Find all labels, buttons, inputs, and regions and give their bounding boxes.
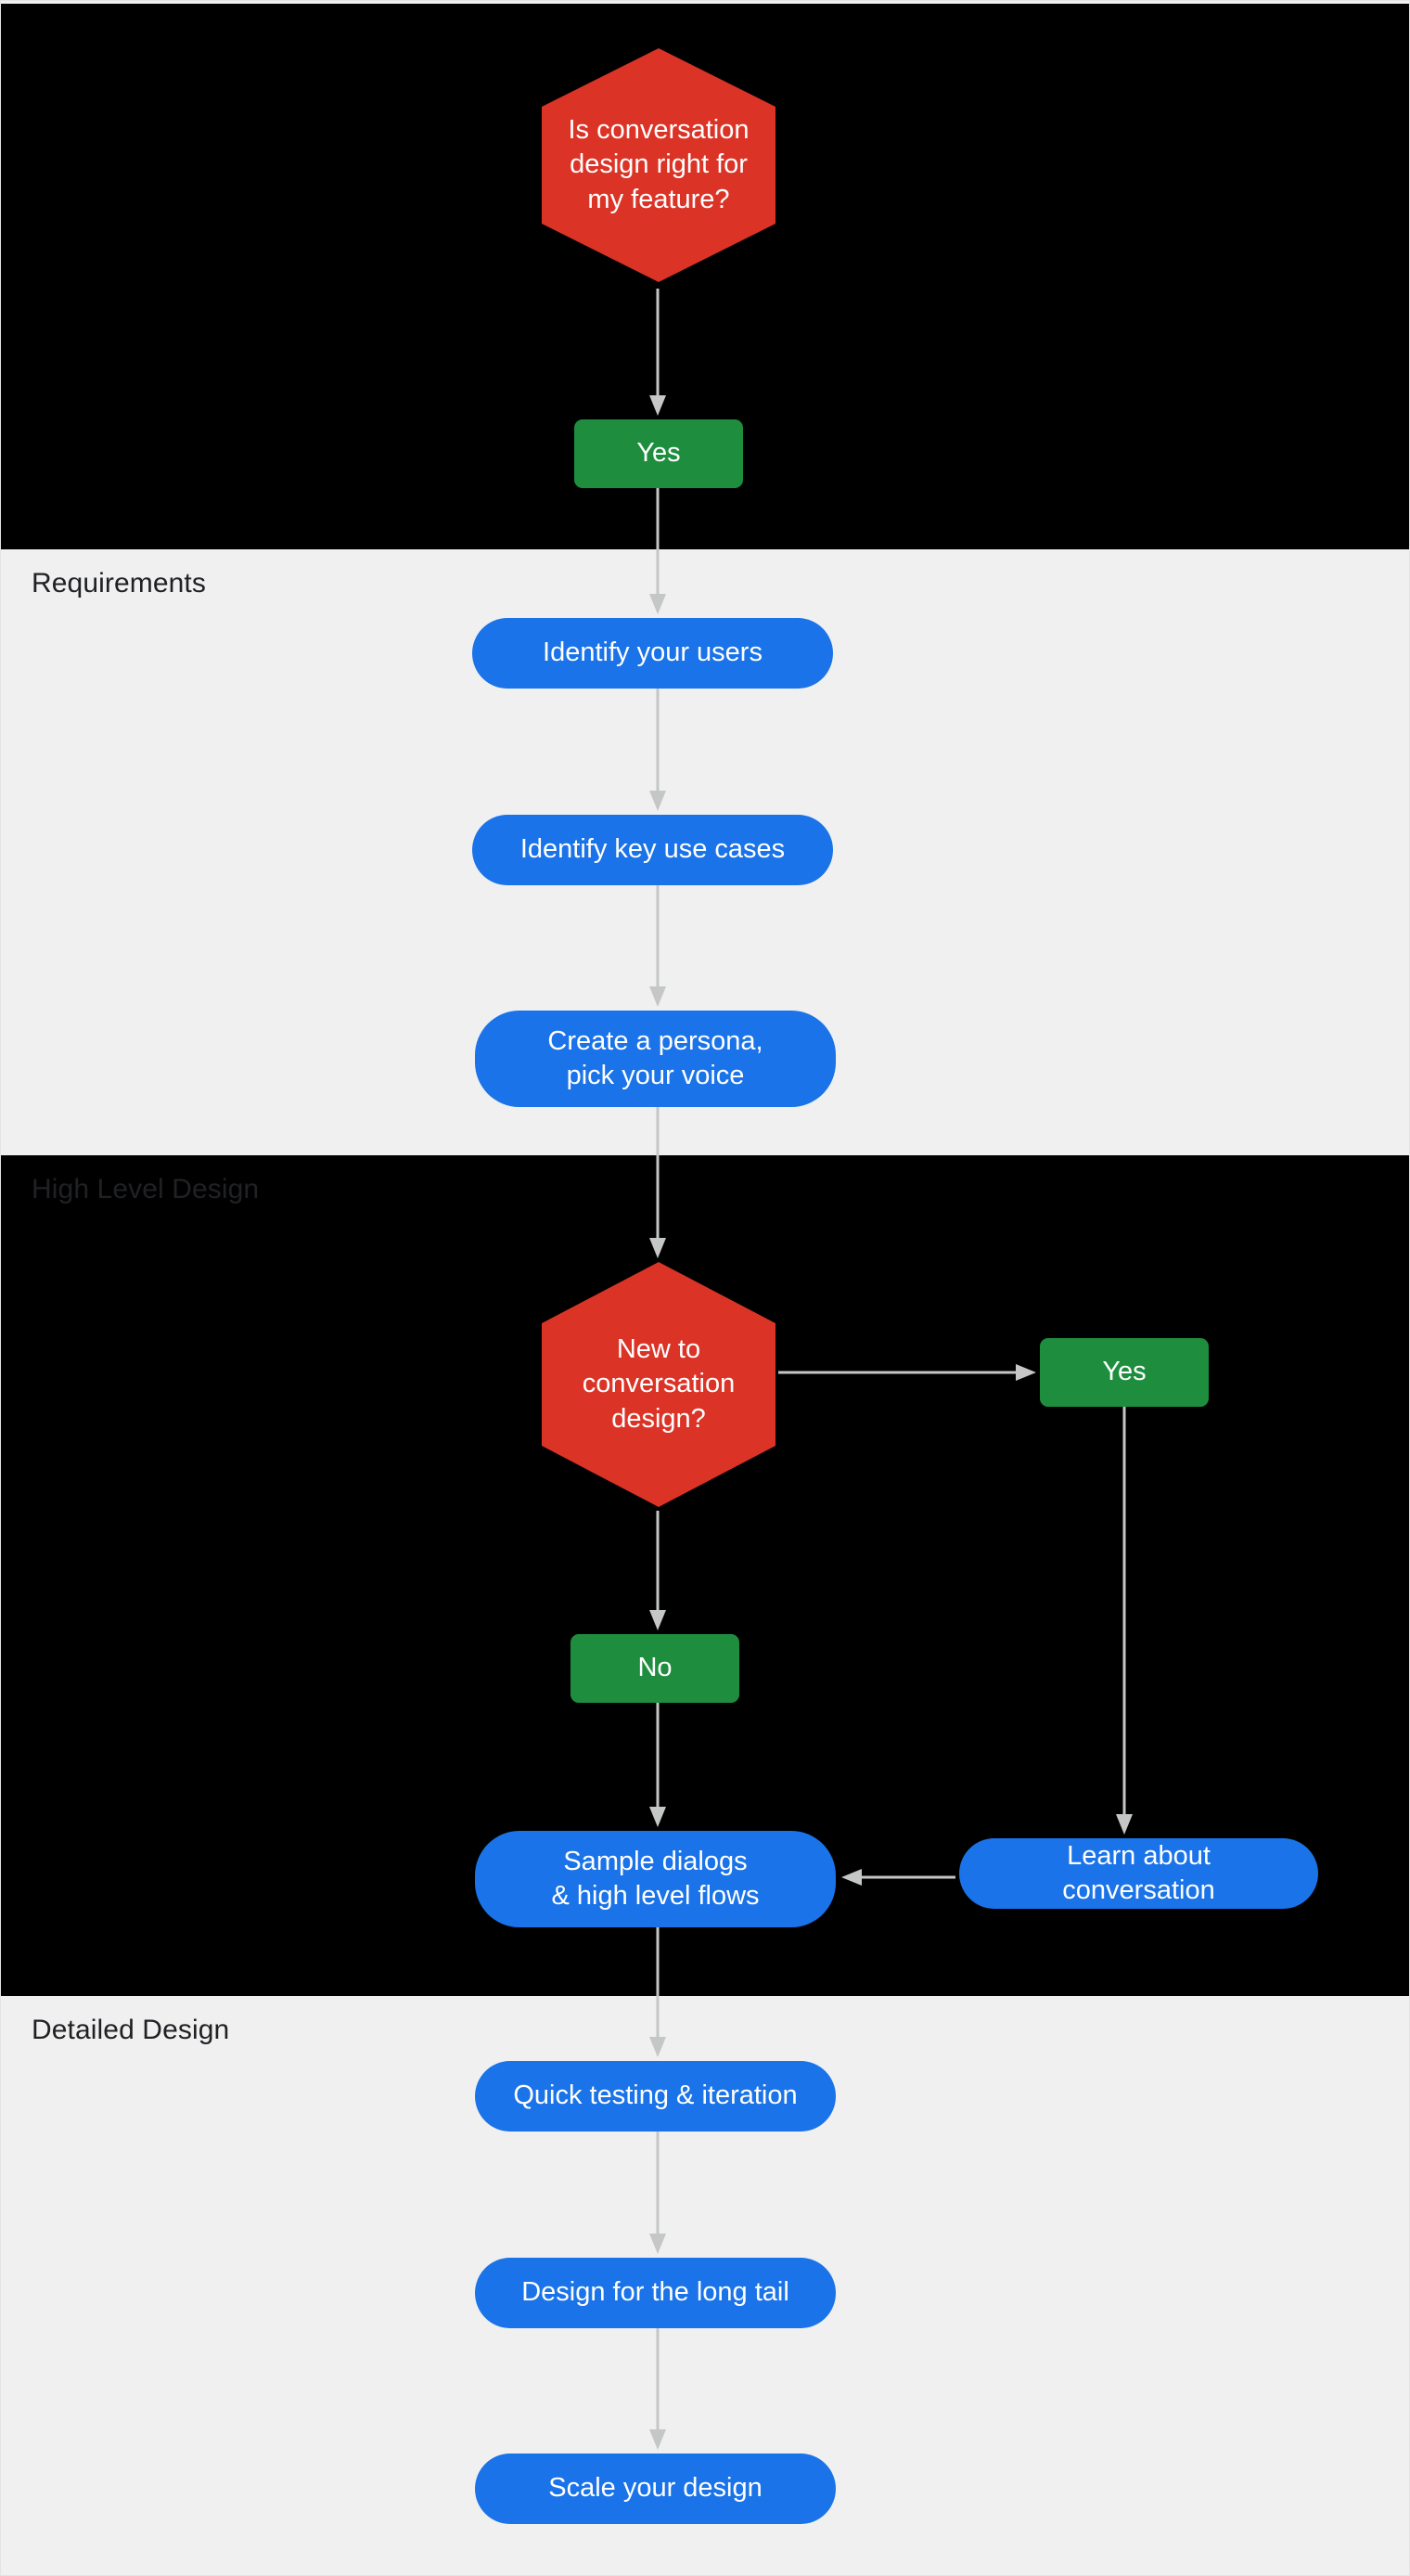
step-node-scale-your-design[interactable]: Scale your design — [475, 2454, 836, 2524]
decision-node-is-conversation-design-right[interactable]: Is conversation design right for my feat… — [542, 48, 776, 282]
section-label-detailed-design: Detailed Design — [32, 2015, 230, 2045]
answer-node-yes-2[interactable]: Yes — [1040, 1338, 1209, 1407]
answer-node-yes-1[interactable]: Yes — [574, 419, 743, 488]
decision-node-new-to-conversation-design[interactable]: New to conversation design? — [542, 1262, 776, 1507]
step-node-identify-your-users[interactable]: Identify your users — [472, 618, 833, 689]
section-label-high-level-design: High Level Design — [32, 1174, 260, 1204]
answer-node-no[interactable]: No — [570, 1634, 739, 1703]
step-node-sample-dialogs[interactable]: Sample dialogs & high level flows — [475, 1831, 836, 1927]
step-node-quick-testing-iteration[interactable]: Quick testing & iteration — [475, 2061, 836, 2132]
step-node-design-for-the-long-tail[interactable]: Design for the long tail — [475, 2258, 836, 2328]
section-label-requirements: Requirements — [32, 568, 206, 599]
step-node-identify-key-use-cases[interactable]: Identify key use cases — [472, 815, 833, 885]
step-node-create-a-persona[interactable]: Create a persona, pick your voice — [475, 1011, 836, 1107]
step-node-learn-about-conversation[interactable]: Learn about conversation — [959, 1838, 1318, 1909]
